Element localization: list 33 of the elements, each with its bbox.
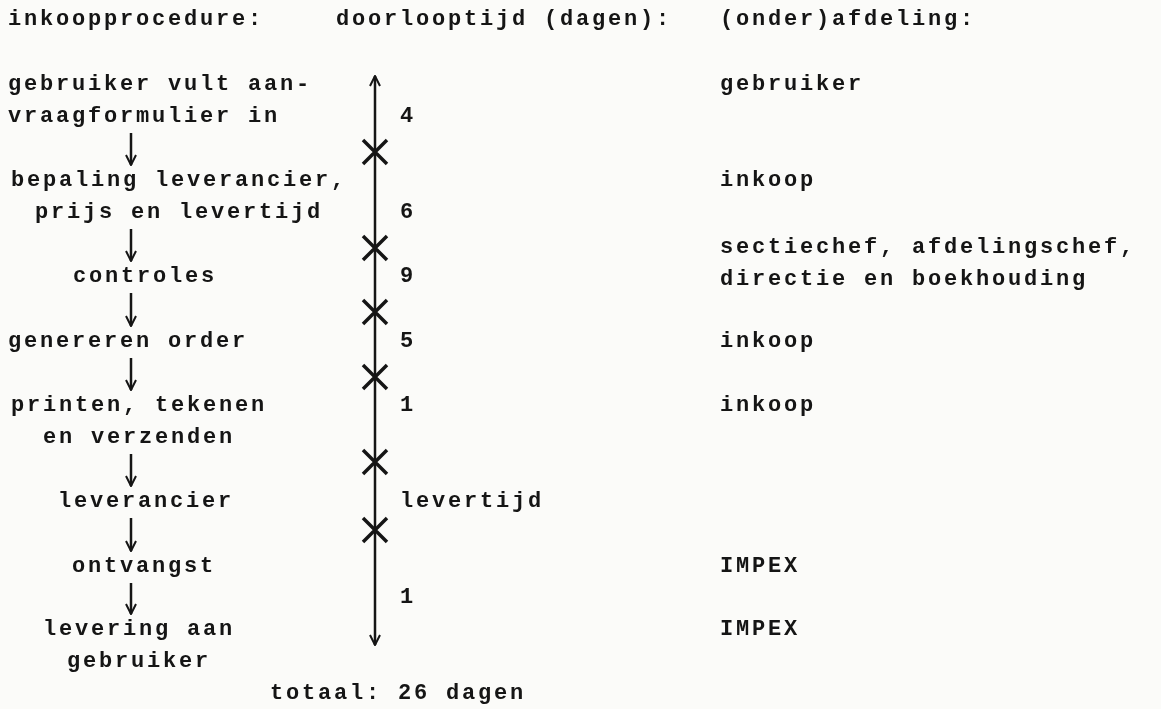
column-heading: (onder)afdeling: <box>720 6 977 34</box>
arrow <box>125 293 137 327</box>
column-heading: inkoopprocedure: <box>8 6 265 34</box>
duration-value: 5 <box>400 328 416 356</box>
arrow <box>125 133 137 166</box>
duration-value: 4 <box>400 103 416 131</box>
department-label: IMPEX <box>720 616 800 644</box>
arrow <box>125 518 137 552</box>
department-label: IMPEX <box>720 553 800 581</box>
process-step: leverancier <box>58 486 235 518</box>
process-step: controles <box>73 261 218 293</box>
process-step: levering aan gebruiker <box>40 614 238 678</box>
duration-value: 1 <box>400 584 416 612</box>
process-step: genereren order <box>8 326 249 358</box>
arrow <box>125 229 137 262</box>
process-step: ontvangst <box>72 551 217 583</box>
column-heading: doorlooptijd (dagen): <box>336 6 673 34</box>
arrow <box>125 358 137 391</box>
department-label: inkoop <box>720 167 816 195</box>
arrow <box>125 583 137 615</box>
department-label: gebruiker <box>720 71 865 99</box>
process-step: printen, tekenen en verzenden <box>8 390 270 454</box>
arrow <box>125 454 137 487</box>
duration-value: levertijd <box>400 488 545 516</box>
process-step: gebruiker vult aan- vraagformulier in <box>8 69 330 133</box>
department-label: inkoop <box>720 328 816 356</box>
duration-value: 6 <box>400 199 416 227</box>
total-note: totaal: 26 dagen <box>270 680 527 708</box>
duration-value: 1 <box>400 392 416 420</box>
department-label: inkoop <box>720 392 816 420</box>
process-step: bepaling leverancier, prijs en levertijd <box>8 165 350 229</box>
duration-value: 9 <box>400 263 416 291</box>
department-label: sectiechef, afdelingschef, directie en boekhouding <box>720 234 1138 294</box>
